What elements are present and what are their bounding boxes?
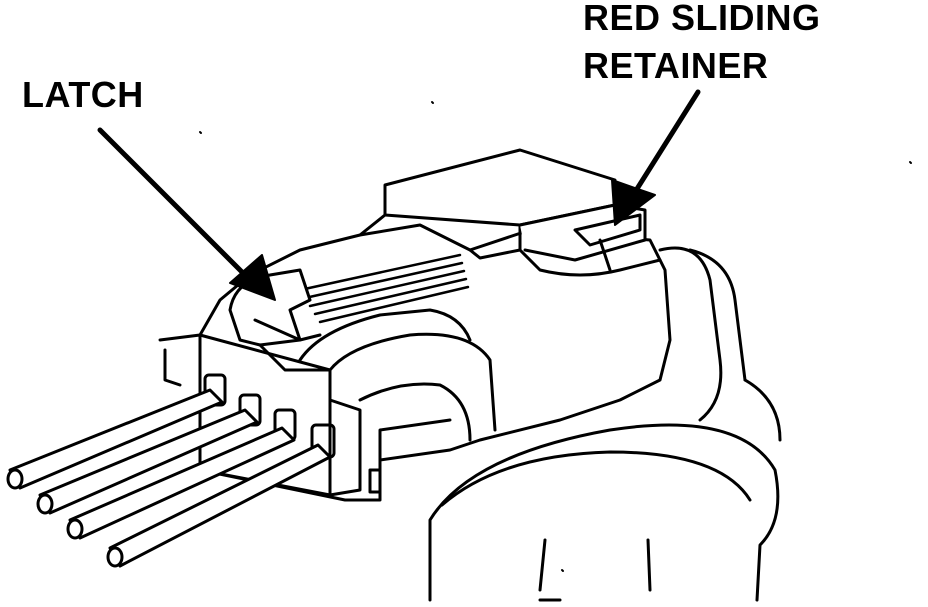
scan-specks [199, 101, 912, 572]
latch-label: LATCH [22, 74, 144, 115]
latch-arrow [97, 127, 276, 301]
retainer-label-line2: RETAINER [583, 45, 769, 86]
retainer-arrow [611, 89, 701, 226]
wires [6, 388, 332, 568]
mating-component [428, 246, 782, 602]
retainer-label-line1: RED SLIDING [583, 0, 821, 38]
latch-ribs [298, 253, 470, 324]
